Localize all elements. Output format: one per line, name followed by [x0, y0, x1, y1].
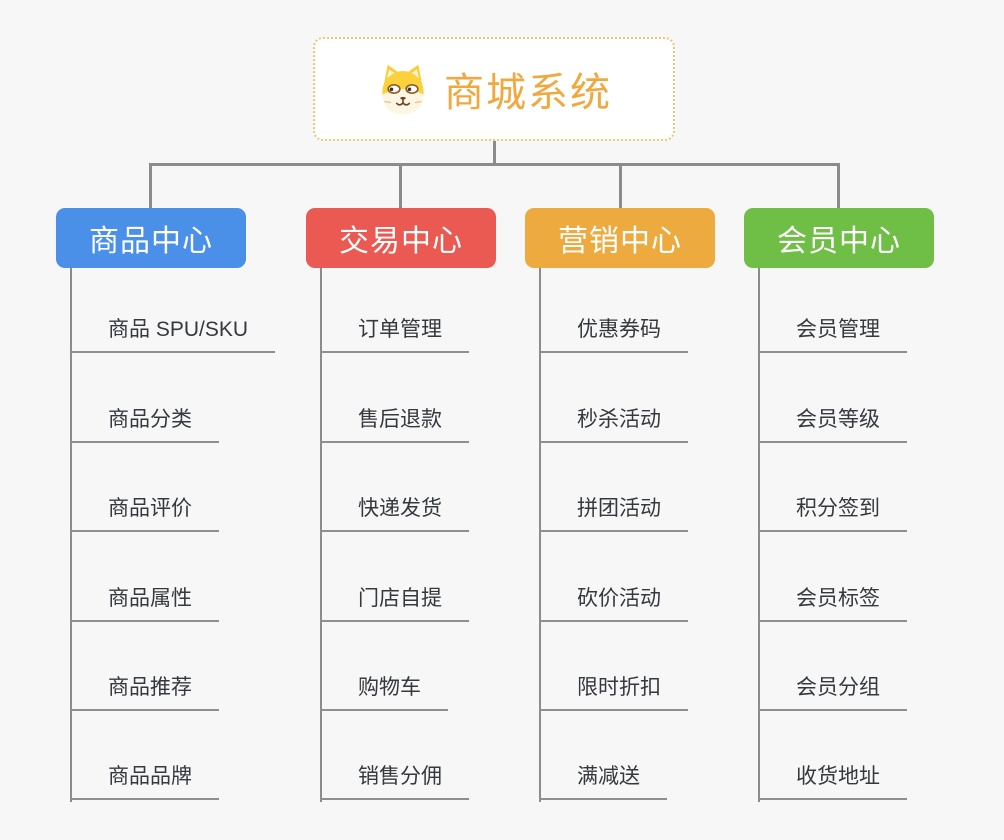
leaf-node[interactable]: 商品推荐	[70, 673, 219, 711]
branch-connector-stub	[837, 163, 840, 209]
branch-node-member-center[interactable]: 会员中心	[744, 208, 934, 268]
branch-node-marketing-center[interactable]: 营销中心	[525, 208, 715, 268]
branch-node-product-center[interactable]: 商品中心	[56, 208, 246, 268]
leaf-node[interactable]: 拼团活动	[539, 494, 688, 532]
leaf-node[interactable]: 砍价活动	[539, 584, 688, 622]
leaf-node[interactable]: 订单管理	[320, 315, 469, 353]
root-node[interactable]: 商城系统	[313, 37, 675, 141]
leaf-node[interactable]: 售后退款	[320, 405, 469, 443]
leaf-node[interactable]: 销售分佣	[320, 762, 469, 800]
branch-connector-stub	[399, 163, 402, 209]
leaf-node[interactable]: 商品分类	[70, 405, 219, 443]
branch-trunk-line	[539, 268, 541, 802]
branch-trunk-line	[70, 268, 72, 802]
dog-icon	[382, 64, 424, 115]
branch-connector-bar	[150, 163, 840, 166]
leaf-node[interactable]: 限时折扣	[539, 673, 688, 711]
leaf-node[interactable]: 积分签到	[758, 494, 907, 532]
leaf-node[interactable]: 门店自提	[320, 584, 469, 622]
leaf-node[interactable]: 会员标签	[758, 584, 907, 622]
leaf-node[interactable]: 商品品牌	[70, 762, 219, 800]
leaf-node[interactable]: 会员分组	[758, 673, 907, 711]
leaf-node[interactable]: 商品属性	[70, 584, 219, 622]
branch-trunk-line	[320, 268, 322, 802]
leaf-node[interactable]: 商品 SPU/SKU	[70, 315, 276, 353]
leaf-node[interactable]: 会员管理	[758, 315, 907, 353]
leaf-node[interactable]: 购物车	[320, 673, 448, 711]
leaf-node[interactable]: 满减送	[539, 762, 667, 800]
leaf-node[interactable]: 秒杀活动	[539, 405, 688, 443]
root-connector	[493, 140, 496, 166]
branch-trunk-line	[758, 268, 760, 802]
leaf-node[interactable]: 优惠券码	[539, 315, 688, 353]
leaf-node[interactable]: 商品评价	[70, 494, 219, 532]
leaf-node[interactable]: 快递发货	[320, 494, 469, 532]
leaf-node[interactable]: 会员等级	[758, 405, 907, 443]
leaf-node[interactable]: 收货地址	[758, 762, 907, 800]
root-title: 商城系统	[444, 71, 612, 115]
branch-connector-stub	[619, 163, 622, 209]
branch-node-trade-center[interactable]: 交易中心	[306, 208, 496, 268]
branch-connector-stub	[149, 163, 152, 209]
